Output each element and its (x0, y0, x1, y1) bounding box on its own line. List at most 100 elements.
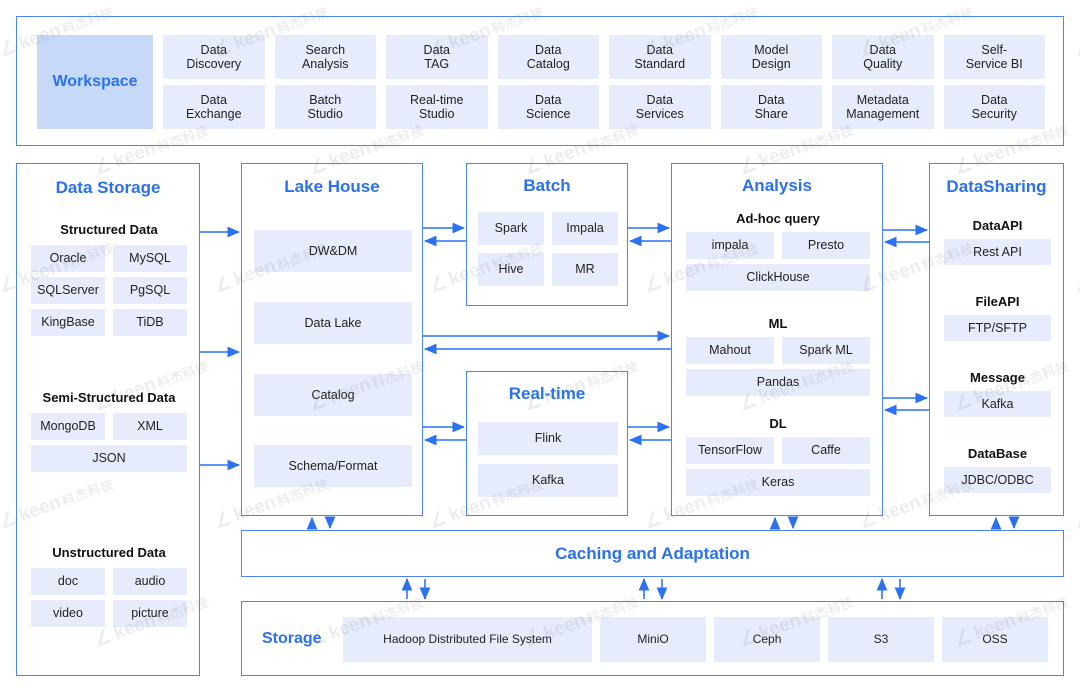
lake-house-item-schema-format[interactable]: Schema/Format (254, 445, 412, 487)
analysis-item-spark-ml[interactable]: Spark ML (782, 337, 870, 364)
workspace-module-data-standard[interactable]: Data Standard (609, 35, 711, 79)
datasharing-item-kafka[interactable]: Kafka (944, 391, 1051, 417)
chip-grid: Oracle MySQL SQLServer PgSQL KingBase TiDB (31, 245, 187, 336)
data-storage-item-mongodb[interactable]: MongoDB (31, 413, 105, 440)
group-title: Ad-hoc query (736, 211, 820, 226)
data-storage-item-video[interactable]: video (31, 600, 105, 627)
data-storage-item-picture[interactable]: picture (113, 600, 187, 627)
watermark-text: ∠ keen科杰科技 (1071, 20, 1080, 62)
chip-grid: MongoDB XML JSON (31, 413, 187, 472)
panel-caching-and-adaptation: Caching and Adaptation (241, 530, 1064, 577)
data-storage-item-mysql[interactable]: MySQL (113, 245, 187, 272)
data-storage-item-audio[interactable]: audio (113, 568, 187, 595)
workspace-module-data-tag[interactable]: Data TAG (386, 35, 488, 79)
data-storage-item-oracle[interactable]: Oracle (31, 245, 105, 272)
realtime-title: Real-time (508, 384, 586, 403)
datasharing-item-ftp-sftp[interactable]: FTP/SFTP (944, 315, 1051, 341)
group-title: Structured Data (60, 222, 158, 237)
workspace-module-model-design[interactable]: Model Design (720, 35, 822, 79)
analysis-item-impala[interactable]: impala (686, 232, 774, 259)
analysis-item-clickhouse[interactable]: ClickHouse (686, 264, 870, 291)
analysis-item-pandas[interactable]: Pandas (686, 369, 870, 396)
analysis-title: Analysis (742, 176, 812, 195)
workspace-module-data-services[interactable]: Data Services (609, 85, 711, 129)
analysis-item-caffe[interactable]: Caffe (782, 437, 870, 464)
storage-item-hadoop-distributed-file-system[interactable]: Hadoop Distributed File System (343, 617, 593, 662)
group-title: FileAPI (975, 294, 1020, 309)
chip-grid: doc audio video picture (31, 568, 187, 627)
analysis-item-keras[interactable]: Keras (686, 469, 870, 496)
watermark-text: ∠ keen科杰科技 (1071, 256, 1080, 298)
data-storage-title: Data Storage (55, 178, 161, 197)
panel-data-storage: Data Storage Structured Data Oracle MySQL… (16, 163, 200, 676)
workspace-module-data-exchange[interactable]: Data Exchange (163, 85, 265, 129)
data-storage-group-unstructured: Unstructured Data doc audio video picture (31, 545, 187, 627)
storage-item-oss[interactable]: OSS (942, 617, 1048, 662)
data-storage-item-json[interactable]: JSON (31, 445, 187, 472)
storage-item-ceph[interactable]: Ceph (714, 617, 821, 662)
analysis-item-presto[interactable]: Presto (782, 232, 870, 259)
group-title: DataAPI (972, 218, 1023, 233)
data-storage-item-doc[interactable]: doc (31, 568, 105, 595)
panel-datasharing: DataSharing DataAPI Rest API FileAPI FTP… (929, 163, 1064, 516)
lake-house-item-catalog[interactable]: Catalog (254, 374, 412, 416)
analysis-item-mahout[interactable]: Mahout (686, 337, 774, 364)
workspace-module-data-quality[interactable]: Data Quality (832, 35, 934, 79)
data-storage-item-xml[interactable]: XML (113, 413, 187, 440)
analysis-group-ml: ML Mahout Spark ML Pandas (686, 316, 870, 396)
workspace-module-batch-studio[interactable]: Batch Studio (274, 85, 376, 129)
batch-item-hive[interactable]: Hive (478, 253, 544, 286)
realtime-item-flink[interactable]: Flink (478, 422, 618, 455)
data-storage-item-kingbase[interactable]: KingBase (31, 309, 105, 336)
batch-title: Batch (523, 176, 571, 195)
workspace-label: Workspace (37, 35, 153, 129)
workspace-module-data-discovery[interactable]: Data Discovery (163, 35, 265, 79)
datasharing-group-fileapi: FileAPI FTP/SFTP (944, 294, 1051, 341)
batch-item-impala[interactable]: Impala (552, 212, 618, 245)
workspace-module-data-science[interactable]: Data Science (497, 85, 599, 129)
data-storage-group-structured: Structured Data Oracle MySQL SQLServer PgSQ… (31, 222, 187, 336)
batch-item-mr[interactable]: MR (552, 253, 618, 286)
watermark-text: ∠ keen科杰科技 (1071, 492, 1080, 534)
workspace-module-data-security[interactable]: Data Security (943, 85, 1045, 129)
chip-grid: Mahout Spark ML Pandas (686, 337, 870, 396)
group-title: Message (970, 370, 1025, 385)
group-title: Unstructured Data (52, 545, 166, 560)
lake-house-item-dwdm[interactable]: DW&DM (254, 230, 412, 272)
data-storage-item-tidb[interactable]: TiDB (113, 309, 187, 336)
group-title: DL (769, 416, 787, 431)
data-storage-item-pgsql[interactable]: PgSQL (113, 277, 187, 304)
storage-item-minio[interactable]: MiniO (600, 617, 707, 662)
datasharing-title: DataSharing (946, 177, 1047, 196)
datasharing-item-jdbc-odbc[interactable]: JDBC/ODBC (944, 467, 1051, 493)
storage-label: Storage (262, 629, 322, 647)
analysis-item-tensorflow[interactable]: TensorFlow (686, 437, 774, 464)
group-title: ML (768, 316, 788, 331)
workspace-module-metadata-management[interactable]: Metadata Management (832, 85, 934, 129)
data-storage-item-sqlserver[interactable]: SQLServer (31, 277, 105, 304)
lake-house-item-data-lake[interactable]: Data Lake (254, 302, 412, 344)
batch-item-spark[interactable]: Spark (478, 212, 544, 245)
panel-lake-house: Lake House DW&DM Data Lake Catalog Schem… (241, 163, 423, 516)
group-title: DataBase (967, 446, 1028, 461)
realtime-item-kafka[interactable]: Kafka (478, 464, 618, 497)
workspace-module-data-share[interactable]: Data Share (720, 85, 822, 129)
workspace-module-real-time-studio[interactable]: Real-time Studio (386, 85, 488, 129)
workspace-module-search-analysis[interactable]: Search Analysis (274, 35, 376, 79)
workspace-module-data-catalog[interactable]: Data Catalog (497, 35, 599, 79)
datasharing-group-database: DataBase JDBC/ODBC (944, 446, 1051, 493)
datasharing-item-rest-api[interactable]: Rest API (944, 239, 1051, 265)
workspace-module-self-service-bi[interactable]: Self- Service BI (943, 35, 1045, 79)
storage-item-s3[interactable]: S3 (828, 617, 935, 662)
